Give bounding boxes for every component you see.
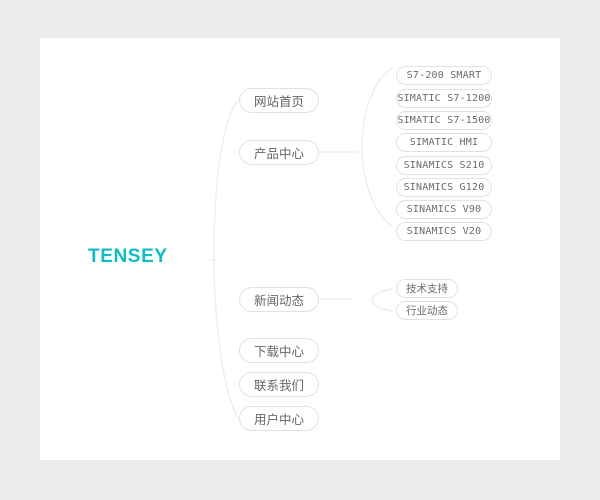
- branch-node-news[interactable]: 新闻动态: [239, 287, 319, 312]
- product-item[interactable]: SINAMICS V90: [396, 200, 492, 219]
- branch-node-downloads[interactable]: 下载中心: [239, 338, 319, 363]
- product-item[interactable]: SIMATIC S7-1500: [396, 111, 492, 130]
- news-item[interactable]: 行业动态: [396, 301, 458, 320]
- product-item[interactable]: S7-200 SMART: [396, 66, 492, 85]
- branch-node-products[interactable]: 产品中心: [239, 140, 319, 165]
- product-item[interactable]: SIMATIC S7-1200: [396, 89, 492, 108]
- root-node-label: TENSEY: [88, 246, 168, 267]
- product-item[interactable]: SIMATIC HMI: [396, 133, 492, 152]
- branch-node-home[interactable]: 网站首页: [239, 88, 319, 113]
- news-item[interactable]: 技术支持: [396, 279, 458, 298]
- product-item[interactable]: SINAMICS G120: [396, 178, 492, 197]
- product-item[interactable]: SINAMICS V20: [396, 222, 492, 241]
- branch-node-usercenter[interactable]: 用户中心: [239, 406, 319, 431]
- branch-node-contact[interactable]: 联系我们: [239, 372, 319, 397]
- product-item[interactable]: SINAMICS S210: [396, 156, 492, 175]
